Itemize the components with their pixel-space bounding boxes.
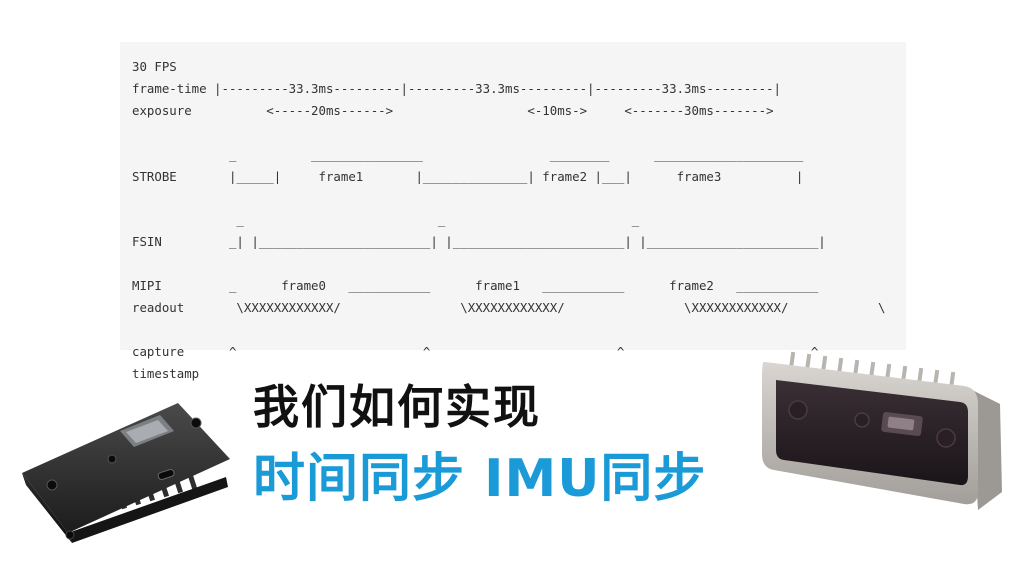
subheadline: 时间同步 IMU同步 [253,449,707,509]
headline: 我们如何实现 [253,380,541,434]
timing-diagram-text: 30 FPS frame-time |---------33.3ms------… [132,59,886,381]
black-depth-camera-image [22,403,230,543]
silver-stereo-camera-image [762,351,1002,510]
timing-diagram-code-block: 30 FPS frame-time |---------33.3ms------… [120,42,906,381]
